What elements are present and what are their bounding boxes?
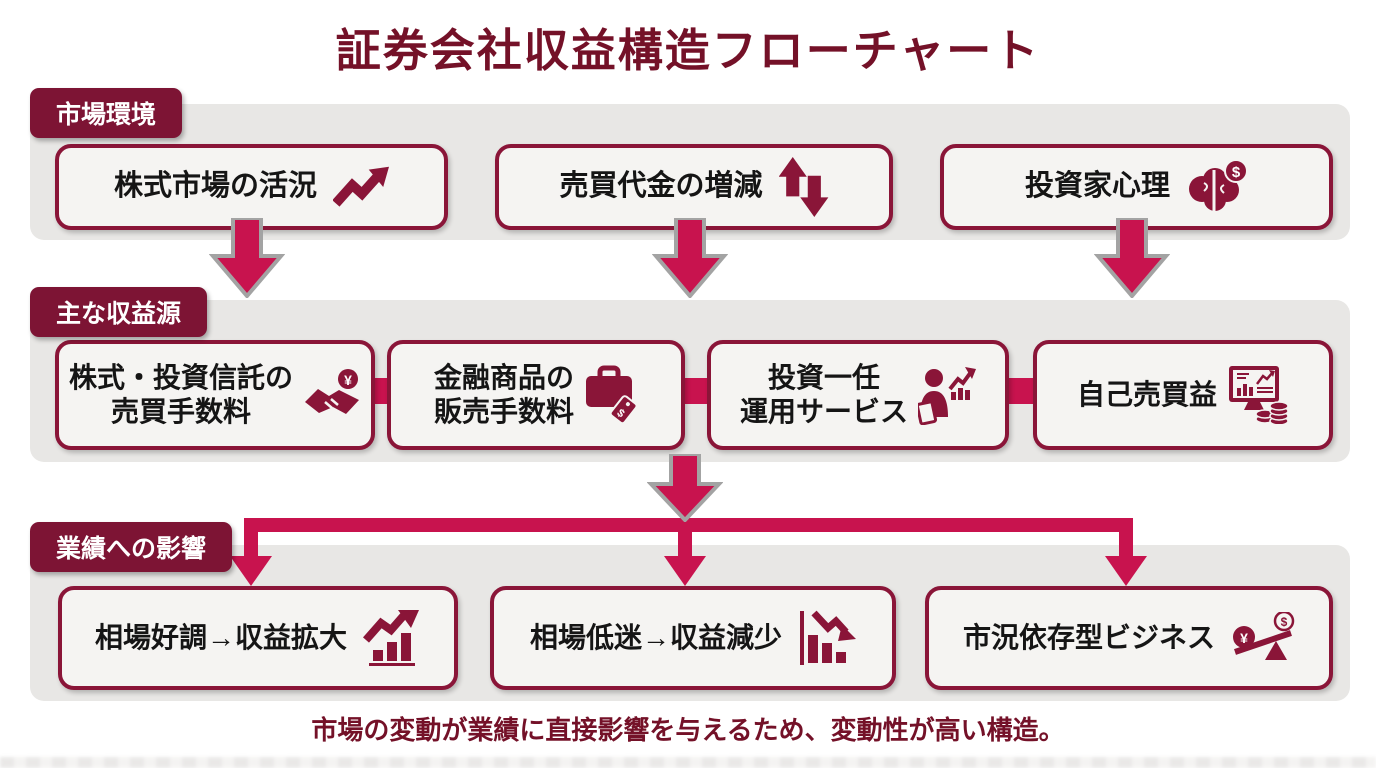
flow-box-proprietary-trading-gains: 自己売買益 <box>1033 340 1333 450</box>
flow-box-market-up-revenue-up: 相場好調→収益拡大 <box>58 586 458 690</box>
monitor-coins-icon <box>1229 366 1289 424</box>
label-line-2: 売買手数料 <box>110 396 251 427</box>
svg-text:¥: ¥ <box>1240 630 1248 646</box>
flow-box-market-dependent-business: 市況依存型ビジネス ¥ $ <box>925 586 1333 690</box>
flow-box-label: 自己売買益 <box>1076 378 1217 410</box>
footer-note: 市場の変動が業績に直接影響を与えるため、変動性が高い構造。 <box>311 715 1065 745</box>
up-down-arrows-icon <box>778 157 828 217</box>
svg-text:$: $ <box>1281 615 1288 629</box>
flow-box-label: 投資一任 運用サービス <box>740 361 908 429</box>
down-arrow-3 <box>1094 218 1170 298</box>
flow-box-stock-market-activity: 株式市場の活況 <box>55 144 448 230</box>
section-label-performance-impact: 業績への影響 <box>30 522 233 572</box>
svg-text:¥: ¥ <box>344 372 352 388</box>
bar-chart-up-icon <box>363 610 419 666</box>
section-label-main-revenue-sources: 主な収益源 <box>30 287 208 337</box>
svg-text:$: $ <box>1232 164 1241 181</box>
flow-box-market-down-revenue-down: 相場低迷→収益減少 <box>490 586 896 690</box>
label-line-2: 販売手数料 <box>433 396 574 427</box>
label-line-2: 運用サービス <box>739 396 908 427</box>
flow-box-product-sales-commissions: 金融商品の 販売手数料 $ <box>387 340 685 450</box>
cropped-text-strip <box>0 757 1376 768</box>
advisor-chart-icon <box>918 367 976 425</box>
down-arrow-1 <box>209 218 285 298</box>
yen-dollar-seesaw-icon: ¥ $ <box>1233 612 1295 660</box>
flow-box-label: 金融商品の 販売手数料 <box>434 361 574 429</box>
flow-box-label: 株式・投資信託の 売買手数料 <box>69 361 293 429</box>
flow-box-label: 株式市場の活況 <box>113 170 317 203</box>
down-arrow-2 <box>652 218 728 298</box>
briefcase-price-tag-icon: $ <box>586 365 638 425</box>
page-title: 証券会社収益構造フローチャート <box>335 25 1041 76</box>
label-line-1: 投資一任 <box>767 361 880 393</box>
brain-dollar-icon: $ <box>1189 159 1248 211</box>
down-arrow-4 <box>647 454 723 522</box>
flow-box-label: 市況依存型ビジネス <box>962 621 1215 653</box>
flow-box-discretionary-investment-service: 投資一任 運用サービス <box>707 340 1009 450</box>
flow-box-label: 売買代金の増減 <box>559 170 763 203</box>
flow-box-investor-psychology: 投資家心理 $ <box>940 144 1333 230</box>
trend-up-icon <box>333 166 389 207</box>
branch-connector <box>230 518 1147 586</box>
flow-box-label: 相場低迷→収益減少 <box>529 621 782 653</box>
bar-chart-down-icon <box>800 610 856 665</box>
flow-box-label: 相場好調→収益拡大 <box>94 621 347 653</box>
flow-box-brokerage-commissions: 株式・投資信託の 売買手数料 ¥ <box>55 340 375 450</box>
label-line-1: 金融商品の <box>433 361 574 393</box>
label-line-1: 株式・投資信託の <box>68 361 293 393</box>
handshake-yen-icon: ¥ <box>305 369 359 414</box>
section-label-market-environment: 市場環境 <box>30 88 183 138</box>
flow-box-label: 投資家心理 <box>1024 170 1170 203</box>
